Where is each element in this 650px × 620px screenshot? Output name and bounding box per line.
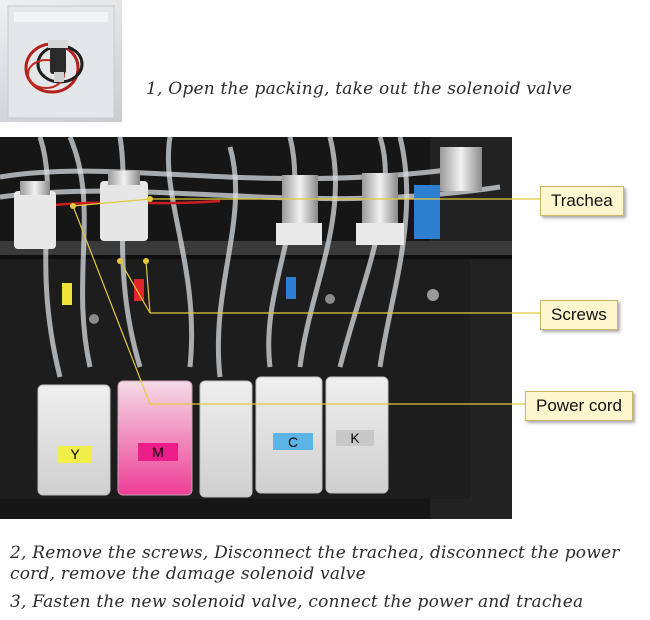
- tank-label-m-box: [138, 443, 178, 461]
- tank-label-y-box: [58, 446, 92, 463]
- callout-trachea: Trachea: [540, 186, 624, 216]
- callout-power-cord: Power cord: [525, 391, 633, 421]
- tank-label-c: C: [288, 434, 298, 450]
- ink-system-photo: Y M C K: [0, 137, 512, 519]
- tank-label-m: M: [152, 444, 164, 460]
- tank-label-k-box: [336, 430, 374, 446]
- step-2-text: 2, Remove the screws, Disconnect the tra…: [10, 543, 620, 584]
- tank-label-k: K: [350, 430, 360, 446]
- tank-label-y: Y: [70, 446, 80, 462]
- tank-label-c-box: [273, 433, 313, 450]
- step-3-text: 3, Fasten the new solenoid valve, connec…: [10, 592, 584, 612]
- step-1-text: 1, Open the packing, take out the soleno…: [146, 79, 573, 99]
- packed-valve-photo: [0, 0, 122, 122]
- callout-screws: Screws: [540, 300, 618, 330]
